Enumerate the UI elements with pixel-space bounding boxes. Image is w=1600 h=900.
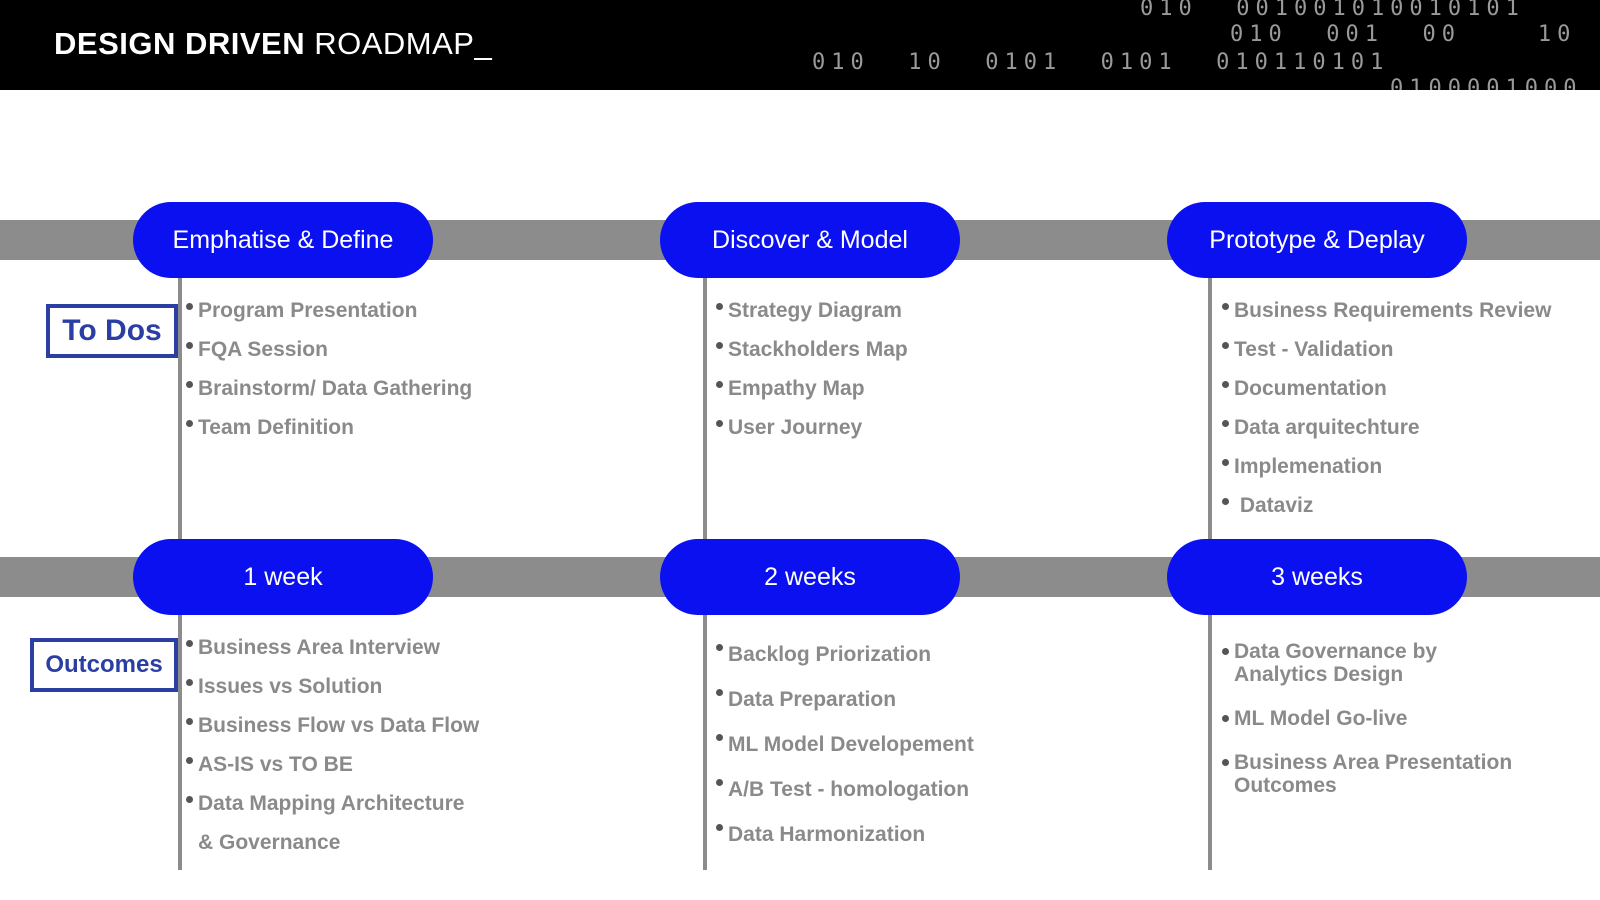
list-item-line: Analytics Design (1234, 663, 1404, 686)
list-item: Program Presentation (184, 291, 472, 330)
binary-decoration-2: 010 001 00 10 (1230, 22, 1577, 47)
list-item: Data Governance by Analytics Design (1220, 640, 1512, 686)
list-item: Test - Validation (1220, 330, 1551, 369)
list-item: Business Flow vs Data Flow (184, 706, 479, 745)
title-bold: DESIGN DRIVEN (54, 26, 306, 61)
duration-3-pill: 3 weeks (1167, 539, 1467, 615)
binary-decoration-1: 010 001001010010101 (1140, 0, 1525, 21)
duration-2-pill: 2 weeks (660, 539, 960, 615)
duration-1-pill: 1 week (133, 539, 433, 615)
page-title: DESIGN DRIVEN ROADMAP_ (54, 26, 492, 62)
list-item: Business Requirements Review (1220, 291, 1551, 330)
header-banner: DESIGN DRIVEN ROADMAP_ 010 0010010100101… (0, 0, 1600, 90)
phase-3-outcomes-list: Data Governance by Analytics Design ML M… (1220, 640, 1512, 797)
list-item: Business Area Presentation Outcomes (1220, 751, 1512, 797)
list-item: FQA Session (184, 330, 472, 369)
list-item: Team Definition (184, 408, 472, 447)
list-item: Issues vs Solution (184, 667, 479, 706)
title-light: ROADMAP_ (314, 26, 493, 61)
phase-2-todos-list: Strategy Diagram Stackholders Map Empath… (714, 291, 908, 447)
list-item: Implemenation (1220, 447, 1551, 486)
list-item: Data Mapping Architecture (184, 784, 479, 823)
list-item: Dataviz (1220, 486, 1551, 525)
list-item: Empathy Map (714, 369, 908, 408)
list-item-line: Business Area Presentation (1234, 751, 1513, 774)
list-item: Data Harmonization (714, 812, 974, 857)
binary-decoration-4: 0100001000 (1390, 76, 1583, 90)
phase-1-todos-list: Program Presentation FQA Session Brainst… (184, 291, 472, 447)
list-item: ML Model Developement (714, 722, 974, 767)
list-item: AS-IS vs TO BE (184, 745, 479, 784)
phase-3-todos-list: Business Requirements Review Test - Vali… (1220, 291, 1551, 525)
todos-label: To Dos (46, 304, 178, 358)
phase-2-pill: Discover & Model (660, 202, 960, 278)
list-item: User Journey (714, 408, 908, 447)
binary-decoration-3: 010 10 0101 0101 010110101 (812, 50, 1390, 75)
list-item: Brainstorm/ Data Gathering (184, 369, 472, 408)
list-item: Data Preparation (714, 677, 974, 722)
list-item: Stackholders Map (714, 330, 908, 369)
list-item-line: Outcomes (1234, 774, 1337, 797)
list-item: A/B Test - homologation (714, 767, 974, 812)
list-item-continuation: & Governance (198, 831, 341, 854)
phase-2-outcomes-list: Backlog Priorization Data Preparation ML… (714, 632, 974, 857)
list-item: Strategy Diagram (714, 291, 908, 330)
list-item: Data arquitechture (1220, 408, 1551, 447)
outcomes-label: Outcomes (30, 638, 178, 692)
list-item-line: Data Governance by (1234, 640, 1438, 663)
list-item: Documentation (1220, 369, 1551, 408)
phase-1-pill: Emphatise & Define (133, 202, 433, 278)
list-item: Backlog Priorization (714, 632, 974, 677)
phase-3-pill: Prototype & Deplay (1167, 202, 1467, 278)
list-item: Business Area Interview (184, 628, 479, 667)
list-item: ML Model Go-live (1220, 707, 1512, 730)
phase-1-outcomes-list: Business Area Interview Issues vs Soluti… (184, 628, 479, 862)
list-item-line: ML Model Go-live (1234, 707, 1408, 730)
